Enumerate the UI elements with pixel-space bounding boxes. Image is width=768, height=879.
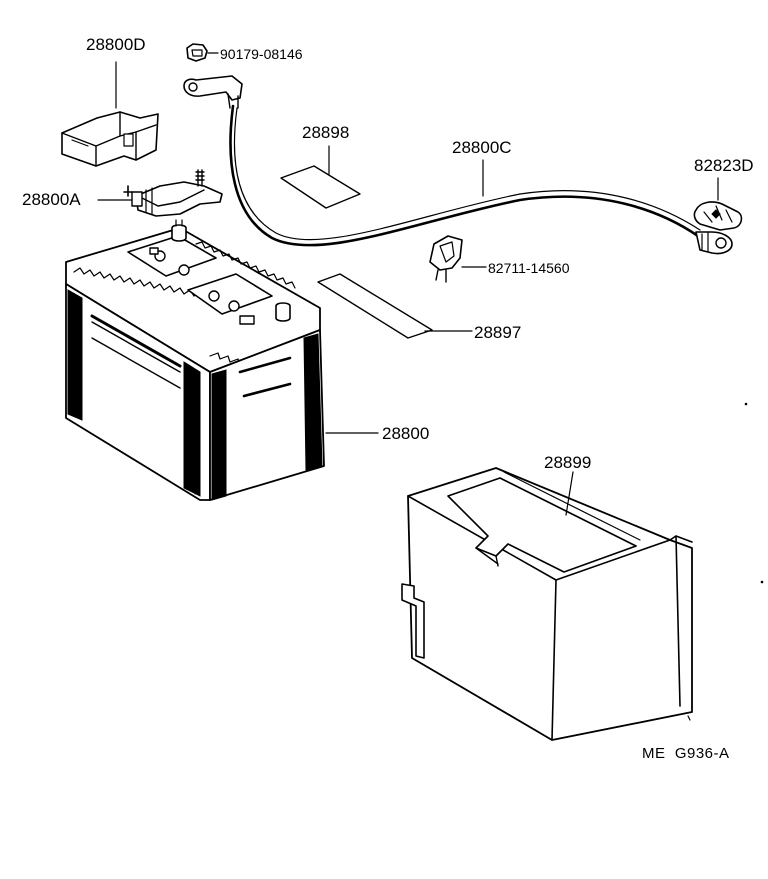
label-28897: 28897 bbox=[474, 323, 522, 342]
label-28800C: 28800C bbox=[452, 138, 512, 157]
ground-cable-part bbox=[183, 75, 733, 255]
battery-part bbox=[65, 219, 379, 501]
terminal-cap-part bbox=[693, 177, 743, 231]
label-82823D: 82823D bbox=[694, 156, 754, 175]
cable-clip-part bbox=[429, 235, 487, 283]
battery-tray-part bbox=[401, 467, 693, 741]
diagram-code: ME G936-A bbox=[642, 745, 730, 762]
battery-sheet-part bbox=[317, 273, 473, 339]
nut-part bbox=[186, 43, 219, 62]
label-28800: 28800 bbox=[382, 424, 430, 443]
label-82711-14560: 82711-14560 bbox=[488, 260, 570, 276]
positive-terminal-clamp-part bbox=[97, 169, 223, 217]
label-28898: 28898 bbox=[302, 123, 350, 142]
terminal-cover-part bbox=[61, 61, 159, 167]
label-28800A: 28800A bbox=[22, 190, 81, 209]
label-28800D: 28800D bbox=[86, 35, 146, 54]
caution-label-part bbox=[280, 145, 361, 209]
label-90179-08146: 90179-08146 bbox=[220, 46, 303, 62]
label-28899: 28899 bbox=[544, 453, 592, 472]
